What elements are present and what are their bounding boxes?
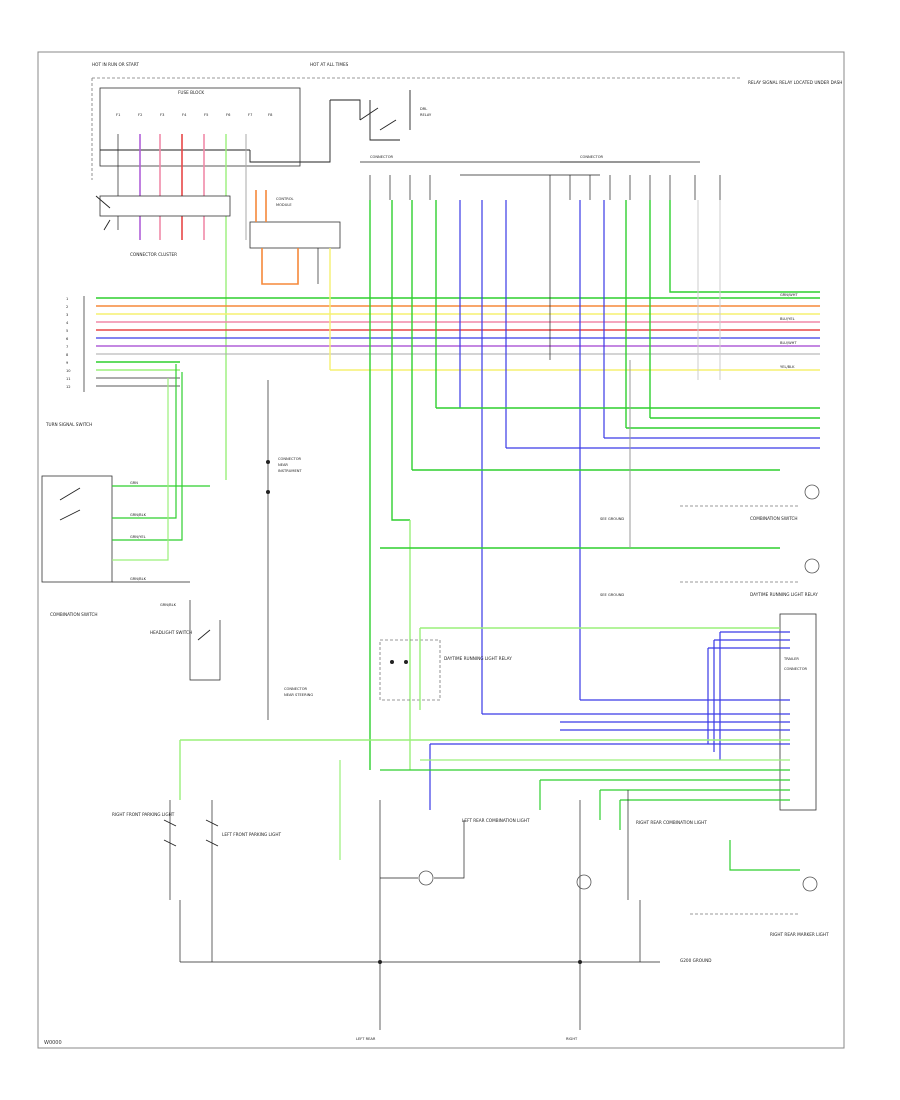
svg-text:GRN/BLK: GRN/BLK <box>130 577 147 581</box>
svg-text:3: 3 <box>66 313 68 317</box>
svg-text:RIGHT REAR COMBINATION LIGHT: RIGHT REAR COMBINATION LIGHT <box>636 820 707 825</box>
bottom-note: G200 GROUND <box>680 958 711 963</box>
svg-text:SEE GROUND: SEE GROUND <box>600 517 624 521</box>
svg-text:COMBINATION SWITCH: COMBINATION SWITCH <box>750 516 798 521</box>
svg-text:CONNECTOR: CONNECTOR <box>278 457 302 461</box>
svg-text:LEFT FRONT PARKING LIGHT: LEFT FRONT PARKING LIGHT <box>222 832 282 837</box>
svg-text:LEFT REAR COMBINATION LIGHT: LEFT REAR COMBINATION LIGHT <box>462 818 530 823</box>
left-connector: CONNECTOR CLUSTER <box>130 252 177 257</box>
svg-text:FUSE BLOCK: FUSE BLOCK <box>178 90 204 95</box>
horizontal-bus <box>96 297 820 387</box>
right-front-lamp: COMBINATION SWITCH SEE GROUND <box>600 484 820 521</box>
svg-text:DRL: DRL <box>420 107 427 111</box>
svg-text:9: 9 <box>66 361 69 365</box>
relay-box: CONTROL MODULE <box>249 190 341 285</box>
fuse-box: FUSE BLOCK F1 F2 F3 F4 F5 F6 F7 F8 DRL R… <box>99 87 432 167</box>
svg-text:2: 2 <box>66 305 68 309</box>
top-mid-label: HOT AT ALL TIMES <box>310 62 349 67</box>
svg-text:F4: F4 <box>182 113 187 117</box>
svg-text:DAYTIME RUNNING LIGHT RELAY: DAYTIME RUNNING LIGHT RELAY <box>750 592 818 597</box>
svg-text:8: 8 <box>66 353 69 357</box>
center-module: DAYTIME RUNNING LIGHT RELAY <box>379 627 780 710</box>
svg-text:CONNECTOR: CONNECTOR <box>784 667 808 671</box>
svg-text:RIGHT FRONT PARKING LIGHT: RIGHT FRONT PARKING LIGHT <box>112 812 175 817</box>
svg-text:6: 6 <box>66 337 69 341</box>
left-front-lamp: DAYTIME RUNNING LIGHT RELAY SEE GROUND <box>600 558 820 597</box>
vertical-wires <box>329 200 820 770</box>
right-horizontal-wires <box>380 360 820 770</box>
svg-text:INSTRUMENT: INSTRUMENT <box>278 469 302 473</box>
svg-text:CONNECTOR: CONNECTOR <box>284 687 308 691</box>
svg-text:GRN/BLK: GRN/BLK <box>160 603 177 607</box>
svg-text:CONTROL: CONTROL <box>276 197 294 201</box>
left-rear-lamp: LEFT REAR COMBINATION LIGHT <box>379 800 530 960</box>
svg-text:CONNECTOR: CONNECTOR <box>580 155 604 159</box>
svg-text:F5: F5 <box>204 113 208 117</box>
svg-text:HEADLIGHT SWITCH: HEADLIGHT SWITCH <box>150 630 192 635</box>
top-left-label: HOT IN RUN OR START <box>92 62 139 67</box>
svg-text:MODULE: MODULE <box>276 203 292 207</box>
combination-switch: COMBINATION SWITCH <box>50 612 98 617</box>
svg-text:5: 5 <box>66 329 68 333</box>
svg-text:11: 11 <box>66 377 71 381</box>
svg-text:RIGHT REAR MARKER LIGHT: RIGHT REAR MARKER LIGHT <box>770 932 829 937</box>
left-marker: RIGHT FRONT PARKING LIGHT <box>112 800 177 900</box>
svg-text:F1: F1 <box>116 113 120 117</box>
svg-text:YEL/BLK: YEL/BLK <box>780 365 795 369</box>
svg-text:1: 1 <box>66 297 68 301</box>
svg-text:LEFT REAR: LEFT REAR <box>356 1037 376 1041</box>
svg-text:GRN/WHT: GRN/WHT <box>780 293 798 297</box>
svg-text:F7: F7 <box>248 113 252 117</box>
svg-text:GRN/BLK: GRN/BLK <box>130 513 147 517</box>
svg-text:TRAILER: TRAILER <box>783 657 799 661</box>
svg-text:NEAR: NEAR <box>278 463 288 467</box>
svg-text:BLU/YEL: BLU/YEL <box>780 317 795 321</box>
svg-text:10: 10 <box>66 369 71 373</box>
svg-text:GRN/YEL: GRN/YEL <box>130 535 146 539</box>
footer-code: W0000 <box>44 1040 62 1046</box>
license-lamp: RIGHT REAR MARKER LIGHT <box>690 840 829 937</box>
svg-text:CONNECTOR: CONNECTOR <box>370 155 394 159</box>
svg-text:4: 4 <box>66 321 69 325</box>
svg-text:RELAY: RELAY <box>420 113 432 117</box>
svg-text:TURN SIGNAL SWITCH: TURN SIGNAL SWITCH <box>45 422 92 427</box>
right-rear-lamp: RIGHT REAR COMBINATION LIGHT <box>576 790 707 960</box>
svg-text:F8: F8 <box>268 113 273 117</box>
right-wire-labels: GRN/WHT BLU/YEL BLU/WHT YEL/BLK <box>780 293 798 369</box>
svg-text:RIGHT: RIGHT <box>566 1037 578 1041</box>
headlight-switch: HEADLIGHT SWITCH GRN/BLK <box>150 600 221 681</box>
svg-text:GRN: GRN <box>130 481 138 485</box>
svg-text:12: 12 <box>66 385 71 389</box>
svg-text:F3: F3 <box>160 113 164 117</box>
svg-text:DAYTIME RUNNING LIGHT RELAY: DAYTIME RUNNING LIGHT RELAY <box>444 656 512 661</box>
svg-text:BLU/WHT: BLU/WHT <box>780 341 797 345</box>
svg-text:F2: F2 <box>138 113 142 117</box>
svg-text:NEAR STEERING: NEAR STEERING <box>284 693 313 697</box>
right-connector-block: TRAILER CONNECTOR <box>380 613 817 830</box>
fuse-output-wires <box>117 134 247 480</box>
right-marker: LEFT FRONT PARKING LIGHT <box>205 800 282 900</box>
diagram-frame <box>37 51 845 1049</box>
turn-signal-switch: TURN SIGNAL SWITCH GRN GRN/BLK GRN/YEL G… <box>41 364 210 583</box>
svg-text:SEE GROUND: SEE GROUND <box>600 593 624 597</box>
top-right-label: RELAY SIGNAL RELAY LOCATED UNDER DASH <box>748 80 842 85</box>
svg-text:7: 7 <box>66 345 68 349</box>
svg-text:F6: F6 <box>226 113 231 117</box>
